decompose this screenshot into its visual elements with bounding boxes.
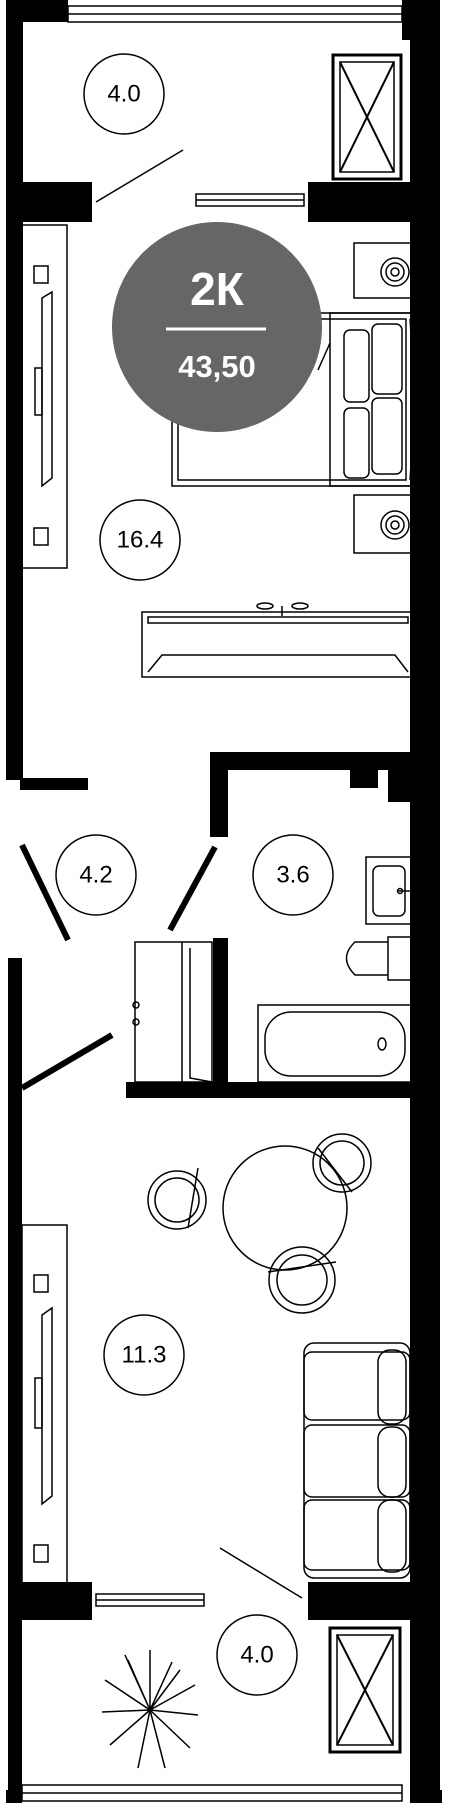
room-hallway: 4.2 <box>55 834 137 916</box>
area-label: 4.0 <box>107 81 140 108</box>
nightstand-icon <box>353 494 414 554</box>
ventilation-shaft-icon <box>328 1626 402 1754</box>
apartment-badge: 2К 43,50 <box>112 222 322 432</box>
room-bedroom: 16.4 <box>99 499 181 581</box>
bathtub-icon <box>257 1004 412 1083</box>
sofa-icon <box>303 1342 411 1579</box>
ventilation-shaft-icon <box>331 53 403 181</box>
walls <box>6 0 442 1803</box>
apartment-type: 2К <box>190 263 245 315</box>
nightstand-icon <box>353 242 414 299</box>
chair-icon <box>312 1133 372 1193</box>
radiator-icon <box>141 602 413 678</box>
room-balcony-top: 4.0 <box>83 53 165 135</box>
area-label: 4.2 <box>79 862 112 889</box>
chair-icon <box>267 1246 337 1314</box>
room-balcony-bottom: 4.0 <box>216 1614 298 1696</box>
sink-icon <box>365 856 412 925</box>
area-label: 16.4 <box>117 527 164 554</box>
toilet-icon <box>345 936 412 981</box>
apartment-total-area: 43,50 <box>178 349 256 384</box>
wardrobe-icon <box>21 1224 68 1584</box>
area-label: 4.0 <box>240 1642 273 1669</box>
wardrobe-icon <box>21 224 68 569</box>
chair-icon <box>147 1167 207 1230</box>
interior-doors <box>19 843 218 1091</box>
door-swing <box>95 149 303 1599</box>
room-bathroom: 3.6 <box>252 834 334 916</box>
area-label: 3.6 <box>276 862 309 889</box>
wardrobe-icon <box>132 941 213 1083</box>
area-label: 11.3 <box>122 1342 167 1369</box>
window-icon <box>21 5 403 1802</box>
room-living-kitchen: 11.3 <box>103 1314 185 1396</box>
plant-icon <box>101 1650 199 1769</box>
